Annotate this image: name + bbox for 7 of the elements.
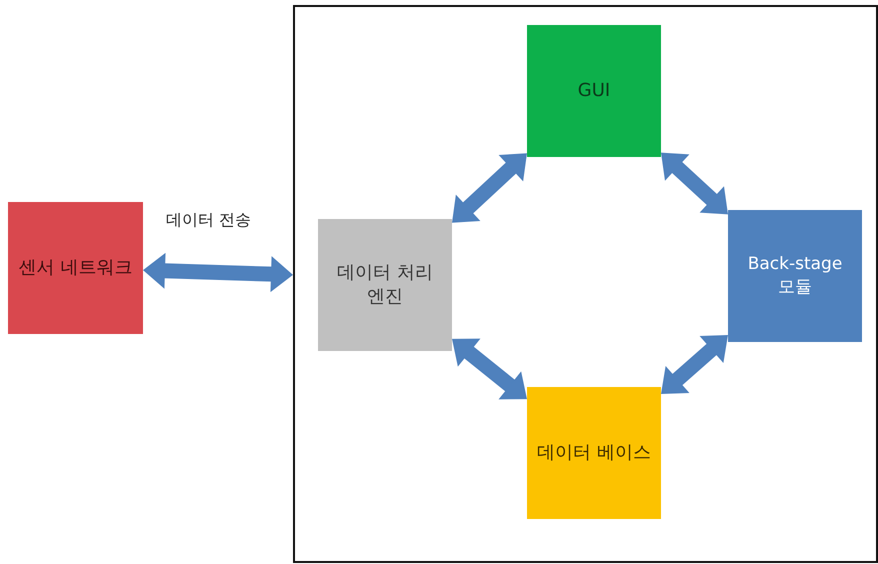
system-frame <box>293 5 878 563</box>
process-box: 데이터 처리 엔진 <box>318 219 452 351</box>
process-box: Back-stage 모듈 <box>728 210 862 342</box>
process-box: GUI <box>527 25 661 157</box>
process-box: 데이터 베이스 <box>527 387 661 519</box>
double-arrow <box>142 252 294 292</box>
sensor-box: 센서 네트워크 <box>8 202 143 334</box>
